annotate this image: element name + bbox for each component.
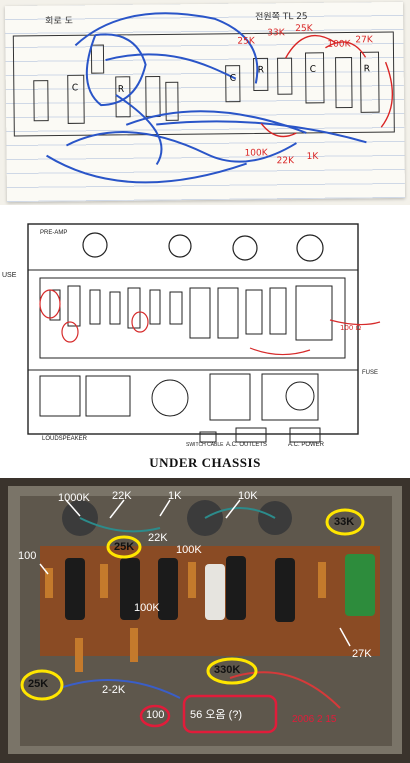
sketch-component	[225, 65, 241, 103]
ac-outlets-label: A.C. OUTLETS	[226, 442, 268, 448]
label-100-bottom: 100	[146, 709, 165, 721]
svg-text:22K: 22K	[277, 156, 296, 166]
label-note: 56 오옴 (?)	[190, 709, 243, 721]
sketch-label: R	[363, 64, 370, 75]
wires-photo	[59, 507, 341, 709]
label-33k: 33K	[334, 516, 355, 528]
bottom-connectors	[199, 427, 321, 443]
lower-socket	[151, 379, 189, 417]
sketch-label: C	[229, 73, 237, 84]
svg-text:27K: 27K	[355, 35, 374, 45]
fuse-label: FUSE	[362, 370, 379, 376]
label-1k: 1K	[168, 490, 182, 502]
sketch-drawing: 25K 33K 25K 100K 27K 100K 22K 1K	[12, 12, 395, 184]
label-330k: 330K	[214, 664, 241, 676]
under-chassis-diagram-panel: USE PRE-AMP FUSE LOUDSPEAKER SWITCH CABL…	[0, 210, 410, 470]
sketch-component	[115, 76, 131, 118]
loudspeaker-label: LOUDSPEAKER	[42, 436, 88, 442]
sketch-component	[145, 75, 161, 118]
label-100-left: 100	[18, 550, 37, 562]
ac-power-label: A.C. POWER	[288, 442, 325, 448]
yellow-highlights	[20, 508, 365, 701]
schematic-sketch-panel: 25K 33K 25K 100K 27K 100K 22K 1K 회로 도 전원…	[0, 0, 410, 205]
label-100k-mid: 100K	[134, 602, 160, 614]
label-25k-bottom: 25K	[28, 678, 49, 690]
sketch-component	[335, 56, 353, 109]
red-annotations	[39, 289, 381, 356]
sketch-label: C	[71, 83, 79, 94]
lower-block	[209, 373, 251, 421]
label-10k: 10K	[238, 490, 258, 502]
diagram-caption: UNDER CHASSIS	[149, 455, 261, 470]
label-date: 2006 2 15	[292, 714, 337, 725]
svg-text:25K: 25K	[295, 24, 314, 34]
sketch-header-left: 회로 도	[45, 16, 73, 27]
sketch-header-right: 전원쪽 TL 25	[255, 11, 308, 23]
svg-text:33K: 33K	[267, 28, 286, 38]
blue-wires	[46, 12, 367, 184]
lower-socket	[285, 381, 315, 411]
sketch-component	[253, 57, 269, 91]
sketch-component	[67, 74, 85, 124]
resistors-photo	[45, 562, 326, 672]
component-board	[39, 277, 346, 359]
lower-block	[85, 375, 131, 417]
chassis-outline	[27, 223, 359, 435]
sketch-frame	[12, 31, 395, 137]
sketch-label: C	[309, 64, 317, 75]
capacitors-photo	[65, 554, 375, 622]
svg-text:100K: 100K	[244, 148, 268, 158]
tube-sockets	[82, 232, 324, 262]
red-highlights	[139, 694, 278, 734]
svg-text:25K: 25K	[237, 36, 256, 46]
sketch-component	[277, 57, 293, 95]
label-27k: 27K	[352, 648, 372, 660]
label-22k-mid: 22K	[148, 532, 168, 544]
notebook-paper: 25K 33K 25K 100K 27K 100K 22K 1K 회로 도 전원…	[4, 1, 406, 203]
chassis-photo-panel: 1000K 22K 1K 10K 33K 25K 22K 100K 100 10…	[0, 478, 410, 763]
label-25k-top: 25K	[114, 541, 135, 553]
lower-block	[39, 375, 81, 417]
sketch-label: R	[257, 65, 264, 76]
chassis-layout-diagram	[27, 223, 381, 443]
red-wires	[260, 34, 394, 138]
transformer	[261, 373, 319, 421]
preamp-label: PRE-AMP	[40, 230, 68, 236]
red-note: 100 Ω	[340, 324, 361, 332]
svg-text:100K: 100K	[327, 39, 351, 49]
sketch-component	[304, 52, 325, 104]
pointer-arrows	[39, 499, 351, 647]
sketch-component	[165, 81, 179, 121]
board-components	[49, 285, 333, 341]
chassis-photo	[0, 478, 410, 763]
label-1000k: 1000K	[58, 492, 90, 504]
sketch-component	[359, 51, 380, 113]
label-2-2k: 2-2K	[102, 684, 126, 696]
label-100k-top: 100K	[176, 544, 202, 556]
sketch-component	[90, 44, 105, 74]
sketch-label: R	[117, 84, 125, 95]
label-22k-top: 22K	[112, 490, 132, 502]
switch-label: SWITCH CABLE	[186, 442, 224, 448]
diagram-left-label: USE	[2, 272, 17, 279]
red-notes: 25K 33K 25K 100K 27K 100K 22K 1K	[237, 24, 374, 166]
sketch-component	[33, 80, 49, 122]
svg-text:1K: 1K	[307, 152, 320, 162]
